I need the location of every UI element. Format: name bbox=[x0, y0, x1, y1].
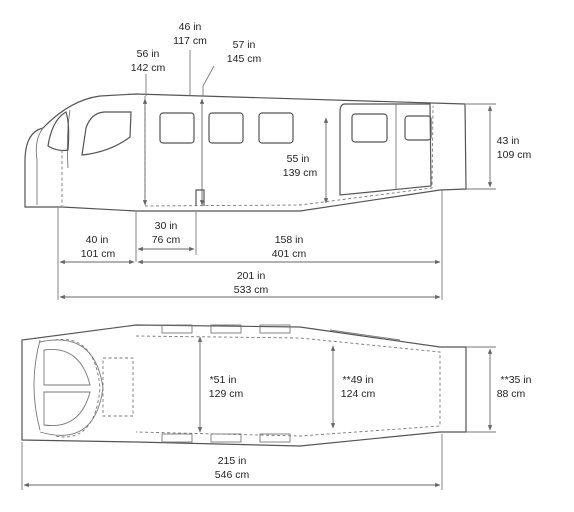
dim-49-cm: 124 cm bbox=[341, 388, 376, 400]
dim-46-in: 46 in bbox=[179, 21, 202, 33]
dim-57-cm: 145 cm bbox=[227, 53, 262, 65]
cargo-door bbox=[339, 103, 432, 196]
cockpit-window-left bbox=[47, 111, 70, 152]
dim-35-cm: 88 cm bbox=[497, 388, 526, 400]
dim-35-in: **35 in bbox=[501, 374, 532, 386]
dim-51-cm: 129 cm bbox=[209, 388, 244, 400]
cargo-door-window-1 bbox=[351, 113, 388, 143]
top-window-1 bbox=[161, 324, 193, 334]
dim-55-cm: 139 cm bbox=[283, 167, 318, 179]
top-seat-left bbox=[43, 348, 91, 386]
cabin-window-2 bbox=[208, 112, 244, 144]
top-seat-right bbox=[43, 391, 91, 427]
dim-55-in: 55 in bbox=[287, 153, 310, 165]
dim-215-in: 215 in bbox=[218, 455, 247, 467]
top-cockpit-panel bbox=[102, 357, 134, 417]
dim-56-cm: 142 cm bbox=[131, 62, 166, 74]
bottom-window-3 bbox=[259, 433, 291, 443]
dim-57-in: 57 in bbox=[233, 39, 256, 51]
cargo-door-window-2 bbox=[404, 115, 432, 141]
top-window-3 bbox=[259, 324, 291, 334]
cabin-window-3 bbox=[258, 112, 294, 144]
dim-43-cm: 109 cm bbox=[497, 149, 532, 161]
dim-158-in: 158 in bbox=[275, 234, 304, 246]
top-window-2 bbox=[210, 324, 242, 334]
top-nose-outline bbox=[33, 339, 41, 431]
dim-46-cm: 117 cm bbox=[173, 35, 207, 47]
dim-201-cm: 533 cm bbox=[234, 284, 269, 296]
side-nose-detail bbox=[35, 127, 44, 205]
cabin-window-1 bbox=[159, 112, 195, 144]
top-fuselage-outline bbox=[21, 324, 467, 447]
bottom-window-2 bbox=[210, 433, 242, 443]
side-fuselage-outline bbox=[24, 93, 467, 212]
dim-30-in: 30 in bbox=[155, 220, 178, 232]
top-cabin-interior bbox=[135, 335, 441, 437]
side-windshield-line bbox=[66, 109, 71, 169]
side-seat-step bbox=[195, 189, 205, 206]
dim-215-cm: 546 cm bbox=[215, 469, 250, 481]
top-cargo-edge bbox=[329, 329, 401, 341]
dim-40-cm: 101 cm bbox=[81, 248, 116, 260]
bottom-window-1 bbox=[161, 433, 193, 443]
dim-40-in: 40 in bbox=[86, 234, 109, 246]
dim-56-in: 56 in bbox=[137, 48, 160, 60]
dim-51-in: *51 in bbox=[210, 374, 237, 386]
top-cockpit-inner bbox=[54, 338, 101, 438]
dim-49-in: **49 in bbox=[343, 374, 374, 386]
dim-30-cm: 76 cm bbox=[152, 234, 181, 246]
dim-158-cm: 401 cm bbox=[272, 248, 307, 260]
cockpit-window-right bbox=[81, 111, 132, 156]
dim-43-in: 43 in bbox=[497, 135, 520, 147]
top-view: *51 in 129 cm **49 in 124 cm **35 in 88 … bbox=[21, 324, 532, 490]
dim-201-in: 201 in bbox=[237, 270, 266, 282]
side-view: 46 in 117 cm 56 in 142 cm 57 in 145 cm 4… bbox=[24, 21, 532, 300]
